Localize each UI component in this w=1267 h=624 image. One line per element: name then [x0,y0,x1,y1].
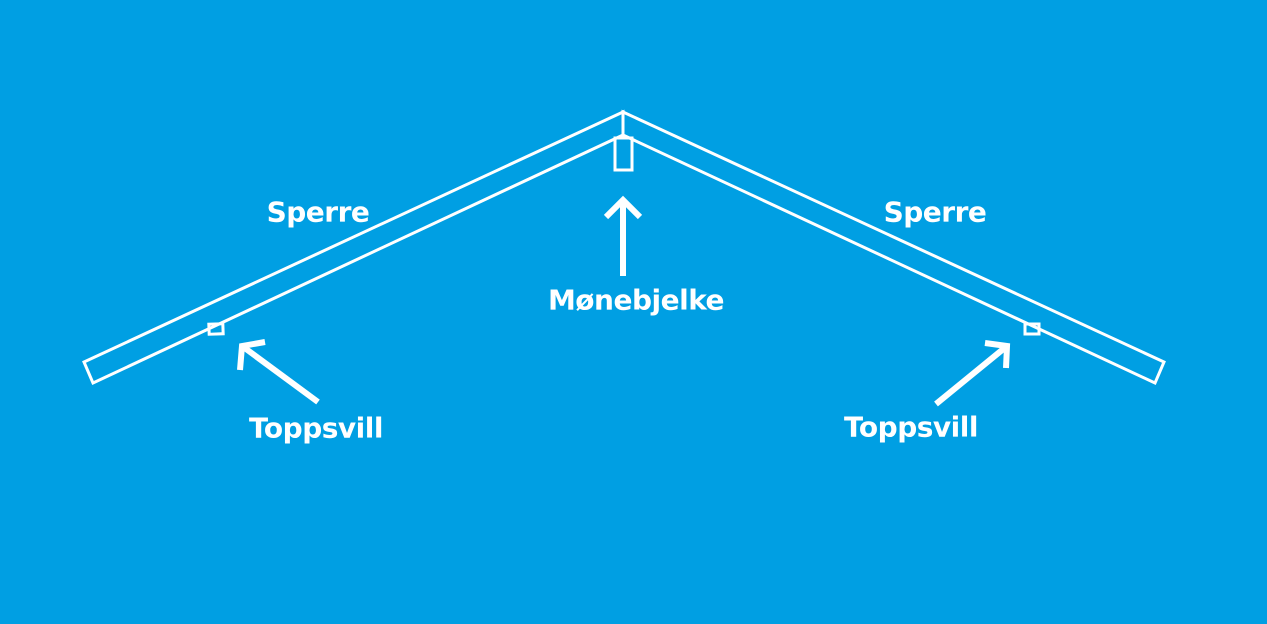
label-top-plate-right: Toppsvill [844,410,978,444]
arrow-top-plate-left [237,339,320,405]
label-top-plate-left: Toppsvill [249,411,383,445]
arrow-top-plate-right [934,340,1011,407]
rafter-right [621,109,1166,386]
top-plate-right [1023,322,1041,336]
top-plate-left [207,322,225,336]
rafter-left [82,109,625,386]
label-rafter-left: Sperre [266,195,370,229]
label-ridge-beam: Mønebjelke [547,283,725,317]
arrow-ridge-beam [603,195,643,276]
label-rafter-right: Sperre [883,195,987,229]
ridge-beam [613,136,634,172]
